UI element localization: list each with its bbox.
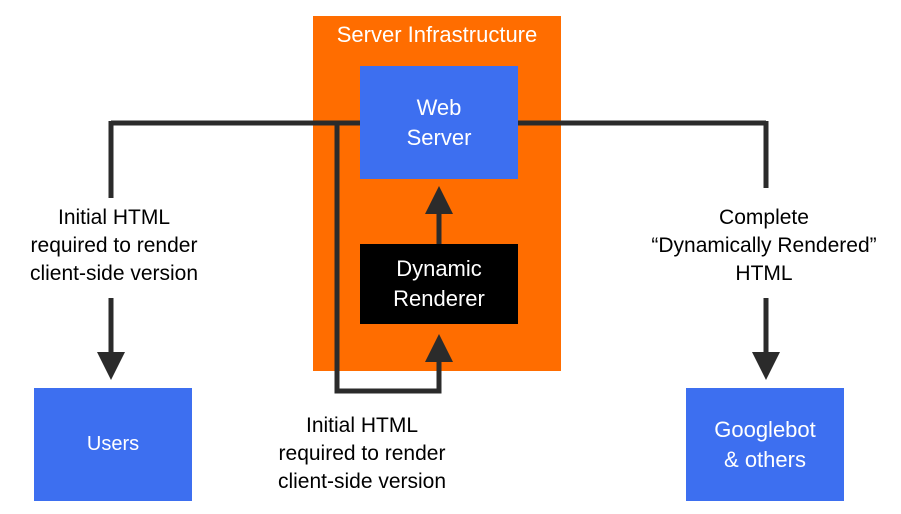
arrow-down-icon [97,352,125,380]
users-node: Users [34,388,192,501]
arrow-up-icon [425,334,453,362]
connector-loop [334,120,442,394]
bottom-caption: Initial HTML required to render client-s… [277,414,447,493]
server-infrastructure-title: Server Infrastructure [336,22,538,47]
left-caption: Initial HTML required to render client-s… [29,206,199,285]
googlebot-node: Googlebot & others [686,388,844,501]
dynamic-renderer-node: Dynamic Renderer [360,244,518,324]
arrow-up-icon [425,186,453,214]
right-caption: Complete “Dynamically Rendered” HTML [651,206,877,285]
web-server-node: Web Server [360,66,518,179]
arrow-down-icon [752,352,780,380]
